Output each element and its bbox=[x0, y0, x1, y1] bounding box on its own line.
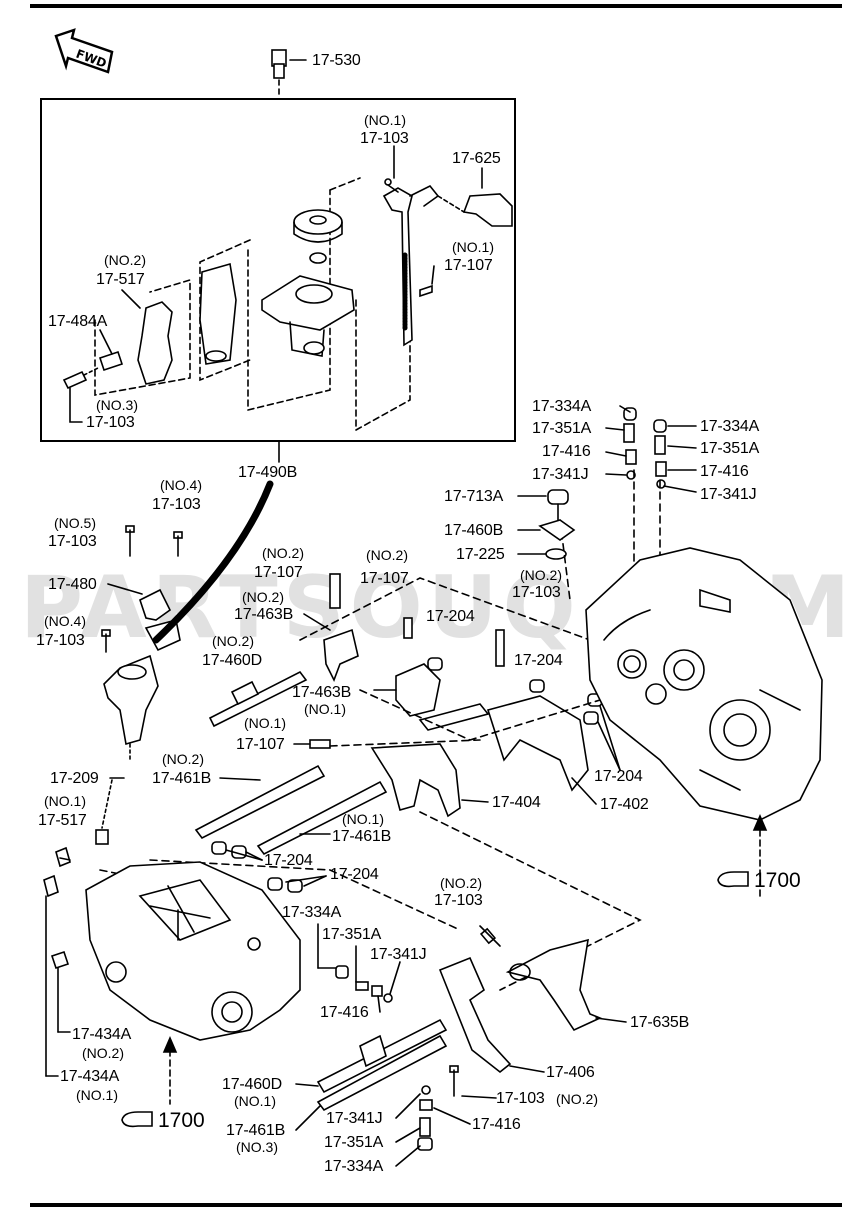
label-17-406: 17-406 bbox=[546, 1064, 595, 1081]
label-17-103-no2-bottom: 17-103 bbox=[434, 892, 483, 909]
label-17-404: 17-404 bbox=[492, 794, 541, 811]
transmission-case-right bbox=[585, 547, 823, 901]
label-17-517-no1: 17-517 bbox=[38, 812, 87, 829]
label-17-351A-lower: 17-351A bbox=[324, 1134, 384, 1151]
label-inset-103-no1: (NO.1) bbox=[364, 112, 406, 128]
label-17-107-left: 17-107 bbox=[254, 564, 303, 581]
reference-hand-icons bbox=[121, 871, 749, 1128]
label-17-341J-right: 17-341J bbox=[700, 486, 757, 503]
bottom-forks-and-rails bbox=[316, 925, 603, 1151]
label-107-no2-left: (NO.2) bbox=[262, 545, 304, 561]
label-461B-no3: (NO.3) bbox=[236, 1139, 278, 1155]
label-17-225: 17-225 bbox=[456, 546, 505, 563]
label-17-530: 17-530 bbox=[312, 52, 361, 69]
label-center-103-no2: (NO.2) bbox=[520, 567, 562, 583]
label-17-480: 17-480 bbox=[48, 576, 97, 593]
label-17-416-left: 17-416 bbox=[542, 443, 591, 460]
bottom-rule bbox=[30, 1203, 842, 1207]
label-17-416-right: 17-416 bbox=[700, 463, 749, 480]
label-17-463B-no2: 17-463B bbox=[234, 606, 294, 623]
label-17-334A-left: 17-334A bbox=[532, 398, 592, 415]
label-inset-17-517: 17-517 bbox=[96, 271, 145, 288]
label-17-107-no1: 17-107 bbox=[236, 736, 285, 753]
label-17-204-lower-a: 17-204 bbox=[264, 852, 313, 869]
label-17-461B-no1: 17-461B bbox=[332, 828, 392, 845]
label-17-416-bottom: 17-416 bbox=[320, 1004, 369, 1021]
label-461B-no1: (NO.1) bbox=[342, 811, 384, 827]
label-463B-no2: (NO.2) bbox=[242, 589, 284, 605]
label-17-460D-no1: 17-460D bbox=[222, 1076, 282, 1093]
label-434A-no2: (NO.2) bbox=[82, 1045, 124, 1061]
label-17-461B-no2: 17-461B bbox=[152, 770, 212, 787]
label-17-351A-right: 17-351A bbox=[700, 440, 760, 457]
label-17-341J-lower: 17-341J bbox=[326, 1110, 383, 1127]
label-103-no5: (NO.5) bbox=[54, 515, 96, 531]
label-inset-17-103-b: 17-103 bbox=[86, 414, 135, 431]
label-17-103-no5: 17-103 bbox=[48, 533, 97, 550]
label-463B-no1: (NO.1) bbox=[304, 701, 346, 717]
label-17-461B-no3: 17-461B bbox=[226, 1122, 286, 1139]
label-107-no1: (NO.1) bbox=[244, 715, 286, 731]
reference-1700-right: 1700 bbox=[754, 869, 801, 892]
label-17-635B: 17-635B bbox=[630, 1014, 690, 1031]
label-inset-17-107: 17-107 bbox=[444, 257, 493, 274]
label-inset-517-no2: (NO.2) bbox=[104, 252, 146, 268]
label-517-no1: (NO.1) bbox=[44, 793, 86, 809]
fwd-arrow-icon: FWD bbox=[54, 28, 114, 74]
label-inset-17-103: 17-103 bbox=[360, 130, 409, 147]
label-434A-no1: (NO.1) bbox=[76, 1087, 118, 1103]
label-17-103-no4-top: 17-103 bbox=[152, 496, 201, 513]
leader-lines-main bbox=[59, 405, 697, 1167]
label-17-341J-left: 17-341J bbox=[532, 466, 589, 483]
detent-plug-stack-right bbox=[538, 407, 667, 560]
label-17-204-lower-b: 17-204 bbox=[330, 866, 379, 883]
label-17-463B-no1: 17-463B bbox=[292, 684, 352, 701]
label-461B-no2: (NO.2) bbox=[162, 751, 204, 767]
transmission-case-left bbox=[43, 861, 301, 1105]
shift-control-inset-box bbox=[40, 98, 516, 442]
label-inset-103-no3: (NO.3) bbox=[96, 397, 138, 413]
top-rule bbox=[30, 4, 842, 8]
label-17-490B: 17-490B bbox=[238, 464, 298, 481]
label-460D-no2: (NO.2) bbox=[212, 633, 254, 649]
label-17-334A-lower: 17-334A bbox=[324, 1158, 384, 1175]
label-107-no2-center: (NO.2) bbox=[366, 547, 408, 563]
label-17-416-lower: 17-416 bbox=[472, 1116, 521, 1133]
label-17-204-center: 17-204 bbox=[426, 608, 475, 625]
label-17-434A-lower: 17-434A bbox=[60, 1068, 120, 1085]
label-17-334A-right: 17-334A bbox=[700, 418, 760, 435]
label-17-351A-bottom: 17-351A bbox=[322, 926, 382, 943]
label-17-103-no4-bottom: 17-103 bbox=[36, 632, 85, 649]
label-17-434A-upper: 17-434A bbox=[72, 1026, 132, 1043]
shift-lever-assembly-left bbox=[101, 525, 183, 761]
label-17-484A: 17-484A bbox=[48, 313, 108, 330]
label-17-341J-bottom: 17-341J bbox=[370, 946, 427, 963]
label-17-204-center-right: 17-204 bbox=[514, 652, 563, 669]
label-17-713A: 17-713A bbox=[444, 488, 504, 505]
label-17-625: 17-625 bbox=[452, 150, 501, 167]
label-inset-107-no1: (NO.1) bbox=[452, 239, 494, 255]
part-17-530-drawing bbox=[271, 49, 287, 99]
assembly-pointer-arrow bbox=[152, 480, 274, 644]
label-17-402: 17-402 bbox=[600, 796, 649, 813]
label-460D-no1: (NO.1) bbox=[234, 1093, 276, 1109]
inset-shift-lever-assembly bbox=[62, 177, 513, 432]
label-17-204-right: 17-204 bbox=[594, 768, 643, 785]
inset-leader-lines bbox=[99, 59, 483, 463]
label-103-no2-lower: (NO.2) bbox=[556, 1091, 598, 1107]
label-17-107-center: 17-107 bbox=[360, 570, 409, 587]
label-17-334A-bottom: 17-334A bbox=[282, 904, 342, 921]
label-17-103-no2-lower: 17-103 bbox=[496, 1090, 545, 1107]
label-17-460B: 17-460B bbox=[444, 522, 504, 539]
label-17-351A-left: 17-351A bbox=[532, 420, 592, 437]
label-17-460D-no2: 17-460D bbox=[202, 652, 262, 669]
label-103-no4-top: (NO.4) bbox=[160, 477, 202, 493]
label-17-209: 17-209 bbox=[50, 770, 99, 787]
shift-rails-and-forks bbox=[55, 573, 603, 893]
label-103-no2-bottom: (NO.2) bbox=[440, 875, 482, 891]
label-center-17-103: 17-103 bbox=[512, 584, 561, 601]
reference-1700-left: 1700 bbox=[158, 1109, 205, 1132]
label-103-no4-bottom: (NO.4) bbox=[44, 613, 86, 629]
